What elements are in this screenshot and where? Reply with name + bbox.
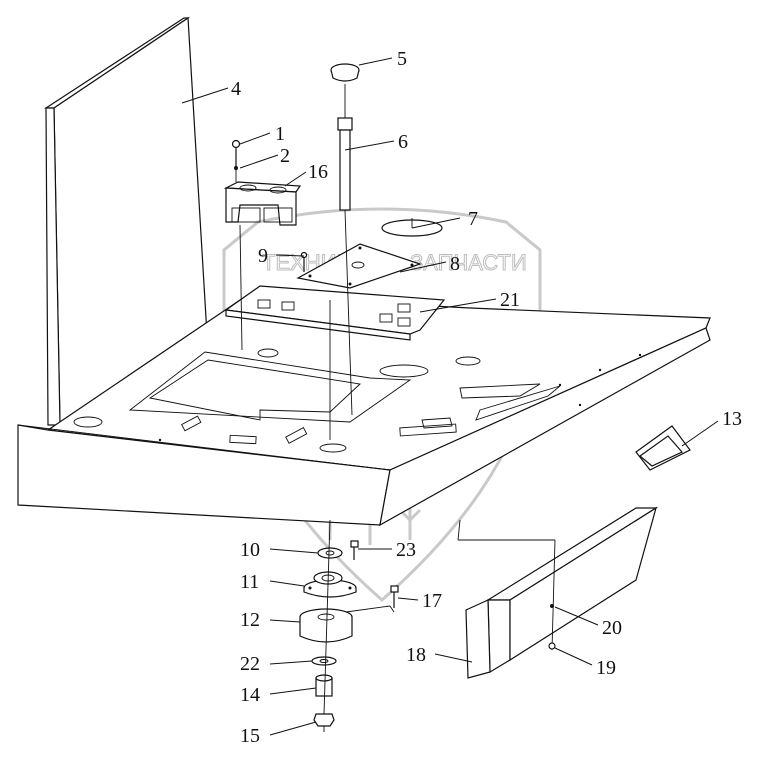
part-19-bolt: [548, 642, 556, 650]
callout-11: 11: [240, 571, 259, 593]
part-17-bolt: [390, 585, 399, 608]
part-2-washer: [234, 166, 238, 170]
callout-6: 6: [398, 131, 408, 153]
callout-5: 5: [397, 48, 407, 70]
callout-labels: 4 1 2 5 6 16 7 9 8 21 13 10 23 11 17 12 …: [231, 48, 742, 747]
part-22-washer: [311, 656, 337, 666]
part-10-washer: [317, 547, 343, 559]
callout-10: 10: [240, 539, 260, 561]
callout-21: 21: [500, 289, 520, 311]
callout-13: 13: [722, 408, 742, 430]
callout-4: 4: [231, 78, 241, 100]
callout-7: 7: [468, 208, 478, 230]
base-frame: [17, 295, 711, 527]
base-right-face: [379, 327, 711, 527]
part-1-screw: [231, 139, 241, 182]
callout-9: 9: [258, 245, 268, 267]
part-16-bracket: [223, 181, 302, 351]
base-opening: [128, 351, 412, 423]
watermark-text-right: ЗАПЧАСТИ: [410, 250, 527, 275]
part-8-plate: [296, 243, 422, 289]
callout-16: 16: [308, 161, 328, 183]
callout-19: 19: [596, 657, 616, 679]
callout-17: 17: [422, 590, 442, 612]
part-11-bearing: [303, 571, 357, 598]
part-6-bolt: [329, 84, 353, 440]
part-5-cap: [330, 63, 360, 82]
callout-12: 12: [240, 609, 260, 631]
callout-1: 1: [275, 123, 285, 145]
callout-15: 15: [240, 725, 260, 747]
callout-20: 20: [602, 617, 622, 639]
part-20-washer: [550, 604, 554, 608]
part-14-spacer: [315, 674, 333, 697]
callout-18: 18: [406, 644, 426, 666]
callout-22: 22: [240, 653, 260, 675]
part-18-side-guard: [457, 506, 659, 679]
part-13-bracket: [635, 425, 691, 471]
part-12-hub: [299, 605, 395, 643]
callout-14: 14: [240, 684, 260, 706]
part-4-side-plate: [43, 16, 213, 426]
part-23-bolt: [350, 540, 359, 560]
callout-23: 23: [396, 539, 416, 561]
callout-8: 8: [450, 253, 460, 275]
leader-lines: [181, 57, 719, 736]
part-7-disc: [381, 218, 443, 237]
callout-2: 2: [280, 145, 290, 167]
part-15-nut: [313, 713, 335, 732]
